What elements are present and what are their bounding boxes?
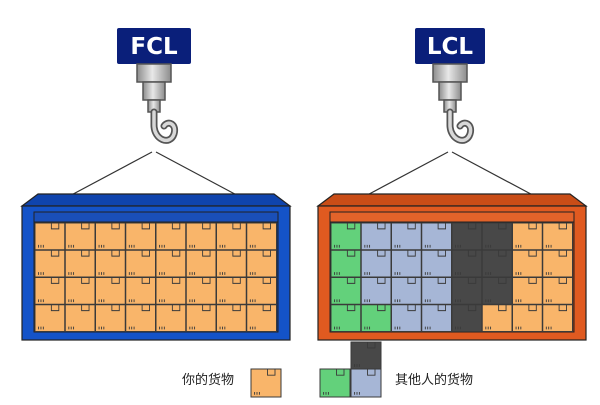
cargo-box-icon <box>330 249 362 278</box>
cargo-box-icon <box>34 304 66 332</box>
cargo-box-icon <box>481 249 513 278</box>
cargo-box-icon <box>421 277 452 305</box>
cargo-box-icon <box>64 249 96 278</box>
cargo-box-icon <box>216 304 247 332</box>
cargo-box-icon <box>481 277 513 305</box>
cargo-box-icon <box>155 304 187 332</box>
cargo-box-icon <box>246 222 277 251</box>
cargo-box-icon <box>360 277 392 305</box>
fcl-label: FCL <box>130 34 178 60</box>
cargo-box-icon <box>64 222 96 251</box>
cargo-box-icon <box>155 277 187 305</box>
cargo-box-icon <box>451 249 483 278</box>
crane-hook-icon <box>432 63 475 144</box>
cargo-box-icon <box>95 304 126 332</box>
cargo-box-icon <box>185 249 217 278</box>
cargo-box-icon <box>185 222 217 251</box>
lcl-container <box>316 193 588 341</box>
lcl-group: LCL <box>316 28 588 341</box>
cargo-box-icon <box>64 277 96 305</box>
legend-others-boxes <box>319 341 382 398</box>
cargo-box-icon <box>451 304 483 332</box>
lcl-sling-right <box>451 151 543 201</box>
legend-others-label: 其他人的货物 <box>395 372 473 388</box>
fcl-cargo-grid <box>34 222 277 332</box>
cargo-box-icon <box>216 277 247 305</box>
cargo-box-icon <box>542 222 573 251</box>
cargo-box-icon <box>216 222 247 251</box>
cargo-box-icon <box>481 222 513 251</box>
cargo-box-icon <box>350 368 382 398</box>
lcl-cargo-grid <box>330 222 573 332</box>
crane-hook-icon <box>136 63 179 144</box>
cargo-box-icon <box>481 304 513 332</box>
cargo-box-icon <box>250 368 282 398</box>
cargo-box-icon <box>34 222 66 251</box>
legend-yours-box <box>250 368 282 398</box>
lcl-label: LCL <box>427 34 474 60</box>
cargo-box-icon <box>216 249 247 278</box>
cargo-box-icon <box>360 222 392 251</box>
cargo-box-icon <box>155 249 187 278</box>
cargo-box-icon <box>330 277 362 305</box>
fcl-sling-right <box>155 151 247 201</box>
cargo-box-icon <box>64 304 96 332</box>
legend: 你的货物 其他人的货物 <box>182 341 473 398</box>
cargo-box-icon <box>350 341 382 370</box>
cargo-box-icon <box>246 277 277 305</box>
cargo-box-icon <box>125 249 156 278</box>
cargo-box-icon <box>421 249 452 278</box>
fcl-group: FCL <box>20 28 292 341</box>
cargo-box-icon <box>330 304 362 332</box>
cargo-box-icon <box>421 304 452 332</box>
fcl-sling-left <box>61 151 153 201</box>
cargo-box-icon <box>360 304 392 332</box>
cargo-box-icon <box>360 249 392 278</box>
fcl-container <box>20 193 292 341</box>
cargo-box-icon <box>451 222 483 251</box>
cargo-box-icon <box>391 277 422 305</box>
cargo-box-icon <box>246 304 277 332</box>
cargo-box-icon <box>391 249 422 278</box>
cargo-box-icon <box>330 222 362 251</box>
cargo-box-icon <box>542 304 573 332</box>
cargo-box-icon <box>512 277 543 305</box>
cargo-box-icon <box>421 222 452 251</box>
cargo-box-icon <box>125 277 156 305</box>
legend-yours-label: 你的货物 <box>182 372 234 388</box>
cargo-box-icon <box>542 277 573 305</box>
cargo-box-icon <box>34 249 66 278</box>
cargo-box-icon <box>391 304 422 332</box>
lcl-sign: LCL <box>415 28 485 64</box>
fcl-sign: FCL <box>117 28 191 64</box>
cargo-box-icon <box>319 368 351 398</box>
cargo-box-icon <box>185 277 217 305</box>
cargo-box-icon <box>95 277 126 305</box>
cargo-box-icon <box>95 249 126 278</box>
cargo-box-icon <box>391 222 422 251</box>
cargo-box-icon <box>95 222 126 251</box>
cargo-box-icon <box>34 277 66 305</box>
cargo-box-icon <box>512 222 543 251</box>
cargo-box-icon <box>125 222 156 251</box>
cargo-box-icon <box>542 249 573 278</box>
cargo-box-icon <box>512 304 543 332</box>
cargo-box-icon <box>125 304 156 332</box>
cargo-box-icon <box>185 304 217 332</box>
cargo-box-icon <box>246 249 277 278</box>
cargo-box-icon <box>451 277 483 305</box>
cargo-box-icon <box>512 249 543 278</box>
lcl-sling-left <box>357 151 449 201</box>
cargo-box-icon <box>155 222 187 251</box>
